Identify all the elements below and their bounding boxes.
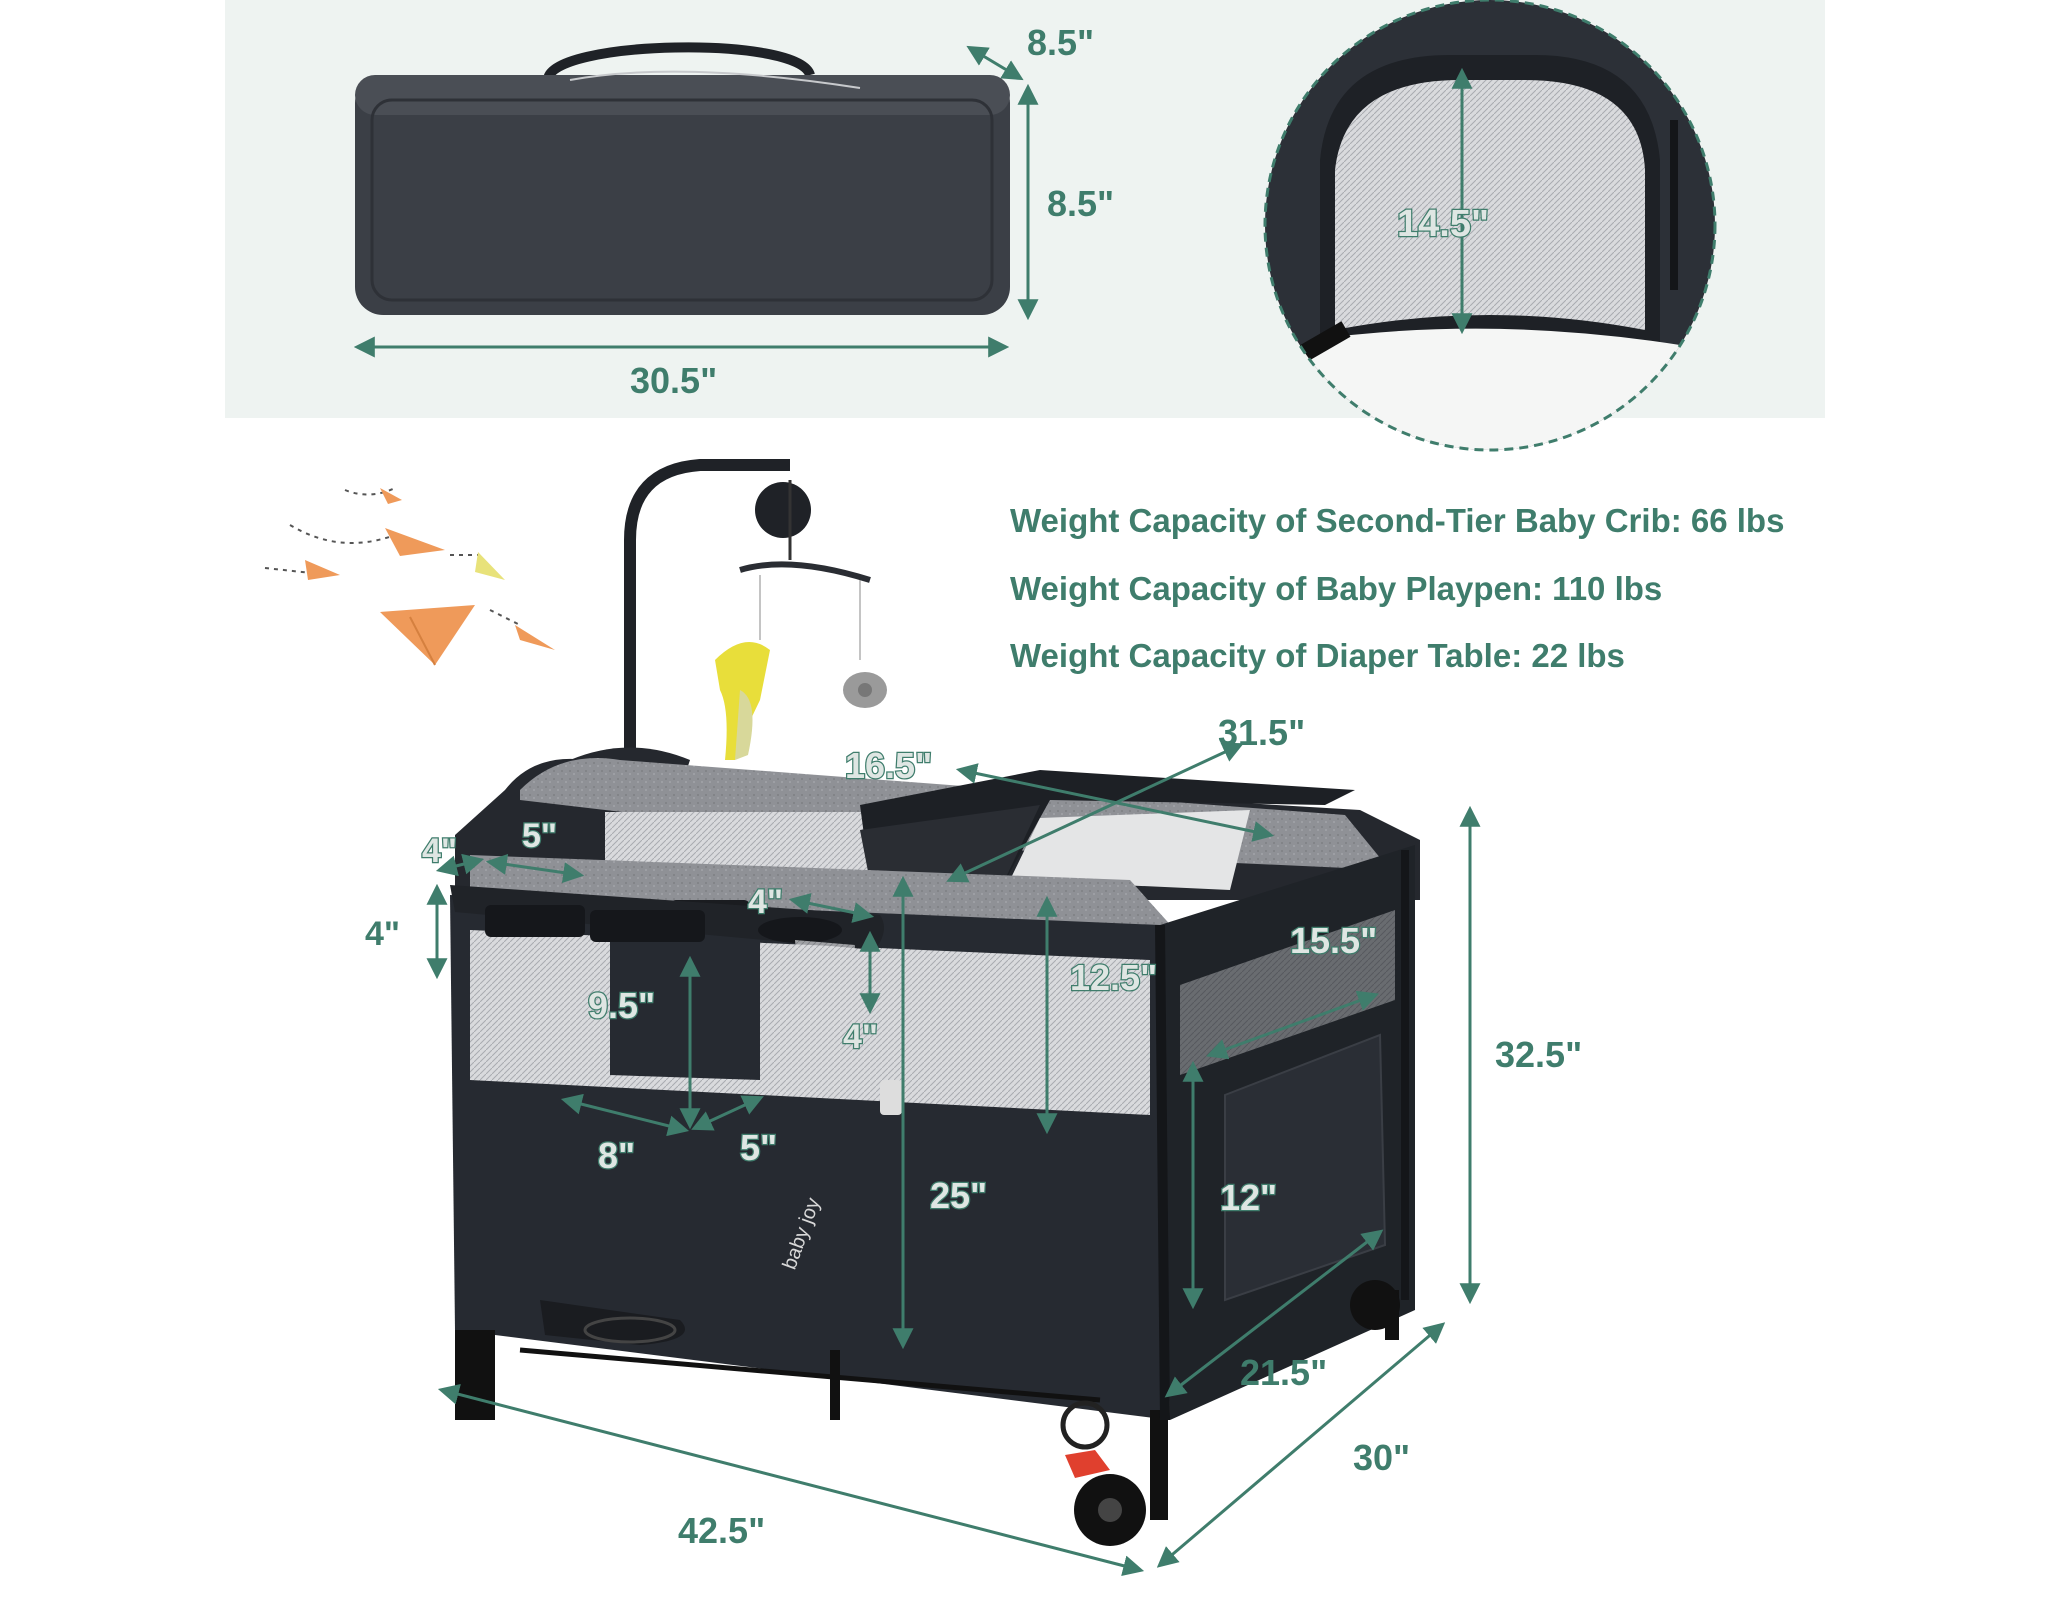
bassinet-depth-label: 12.5" <box>1070 957 1157 998</box>
side-pocket-height-label: 12" <box>1220 1177 1277 1218</box>
organizer-left-width-label: 5" <box>522 817 557 855</box>
spec-playpen-capacity: Weight Capacity of Baby Playpen: 110 lbs <box>1010 570 1663 607</box>
bag-length-label: 30.5" <box>630 360 717 401</box>
organizer-right-depth-label: 4" <box>748 883 783 921</box>
bag-height-label: 8.5" <box>1047 183 1114 224</box>
door-inset <box>1263 0 1717 452</box>
changer-length-label: 31.5" <box>1218 712 1305 753</box>
changer-width-label: 16.5" <box>845 745 932 786</box>
paper-planes-decoration <box>264 487 555 666</box>
total-height-label: 32.5" <box>1495 1034 1582 1075</box>
side-pocket-width-label: 15.5" <box>1290 920 1377 961</box>
pocket-width-label: 8" <box>598 1135 635 1176</box>
inner-width-label: 21.5" <box>1240 1352 1327 1393</box>
pocket-height-label: 9.5" <box>588 985 655 1026</box>
door-height-label: 14.5" <box>1397 203 1489 245</box>
bag-dimension-lines <box>353 45 1039 358</box>
pocket-depth-label: 4" <box>843 1018 878 1056</box>
storage-bag <box>355 42 1010 315</box>
bag-depth-label: 8.5" <box>1027 22 1094 63</box>
organizer-left-depth-label: 4" <box>422 832 457 870</box>
organizer-height-label: 4" <box>365 915 400 953</box>
total-length-label: 42.5" <box>678 1510 765 1551</box>
spec-diaper-table-capacity: Weight Capacity of Diaper Table: 22 lbs <box>1010 637 1625 674</box>
spec-crib-capacity: Weight Capacity of Second-Tier Baby Crib… <box>1010 502 1785 539</box>
total-width-label: 30" <box>1353 1437 1410 1478</box>
pocket-front-label: 5" <box>740 1127 777 1168</box>
playpen-dimension-lines <box>426 742 1481 1576</box>
floor-height-label: 25" <box>930 1175 987 1216</box>
